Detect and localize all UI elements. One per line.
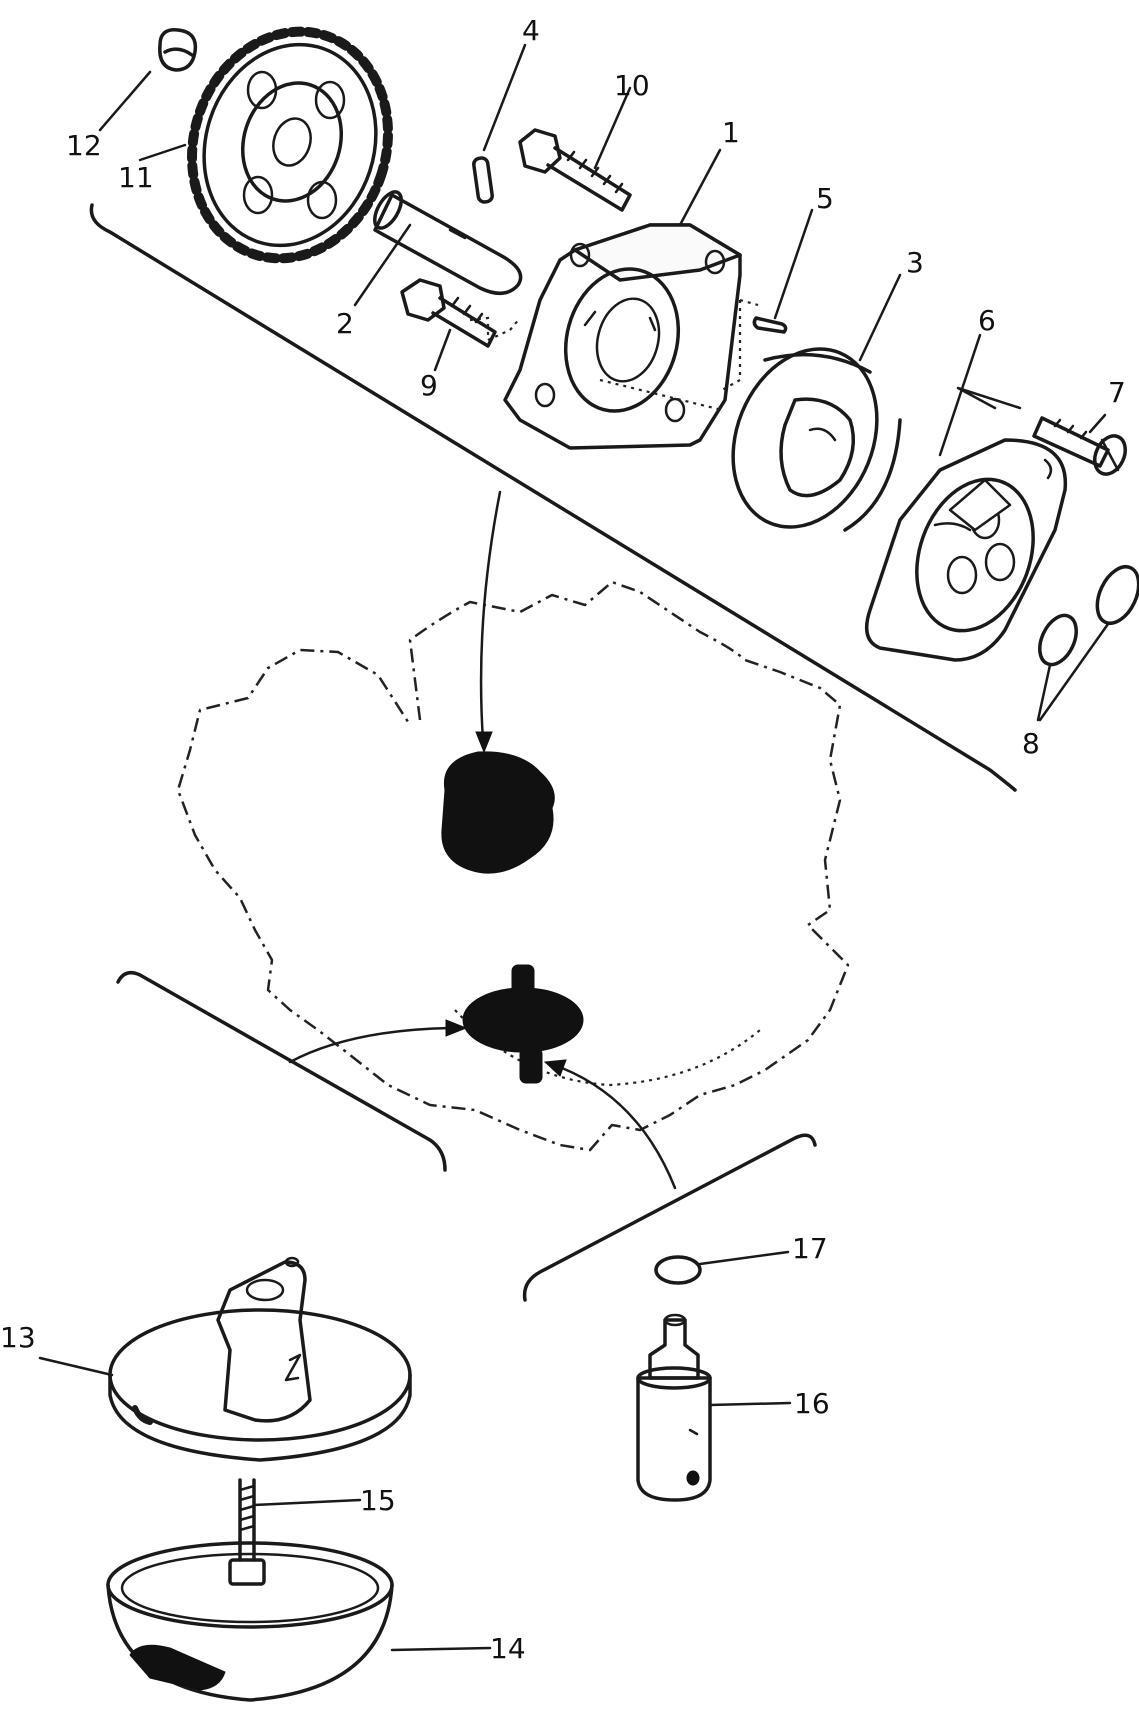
strainer-mount-location [462, 964, 584, 1084]
part-1-pump-housing [503, 148, 742, 450]
part-13-strainer-housing [38, 1256, 412, 1462]
engine-inner-line [454, 1009, 761, 1087]
label-part-1: 1 [722, 116, 740, 149]
part-4-pin [472, 43, 527, 204]
upper-group-bracket [89, 203, 1017, 792]
pump-leader-arrow [479, 490, 502, 742]
label-part-5: 5 [816, 182, 834, 215]
part-7-leaders [956, 386, 1022, 410]
part-17-washer [654, 1250, 790, 1285]
part-8-o-rings [1036, 565, 1139, 722]
strainer-leader-arrow [288, 1026, 452, 1064]
alignment-lines-left [469, 316, 521, 342]
label-part-9: 9 [420, 369, 438, 402]
label-part-7: 7 [1108, 376, 1126, 409]
label-part-12: 12 [66, 129, 102, 162]
label-part-6: 6 [978, 304, 996, 337]
part-6-pump-cover [864, 333, 1068, 662]
relief-valve-leader-arrow [560, 1066, 677, 1190]
part-10-bolt [518, 86, 632, 212]
part-2-shaft [353, 190, 523, 307]
part-11-driven-gear [138, 26, 393, 264]
lower-left-bracket [116, 970, 447, 1172]
part-15-stud [228, 1478, 362, 1586]
part-9-bolt [400, 278, 497, 372]
label-part-2: 2 [336, 307, 354, 340]
label-part-15: 15 [360, 1484, 396, 1517]
engine-outline [176, 580, 850, 1152]
lower-right-bracket [522, 1133, 817, 1302]
part-16-relief-valve [636, 1313, 792, 1502]
part-14-strainer-cap [106, 1541, 492, 1702]
label-part-11: 11 [118, 161, 154, 194]
label-part-8: 8 [1022, 727, 1040, 760]
part-12-clip [98, 28, 198, 132]
pump-mount-location [441, 751, 555, 874]
label-part-14: 14 [490, 1632, 526, 1665]
part-5-pin [752, 208, 814, 334]
label-part-4: 4 [522, 14, 540, 47]
label-part-3: 3 [906, 246, 924, 279]
part-3-rotor [731, 273, 902, 532]
label-part-16: 16 [794, 1387, 830, 1420]
label-part-10: 10 [614, 69, 650, 102]
label-part-13: 13 [0, 1321, 36, 1354]
part-7-screw [1032, 413, 1127, 476]
alignment-lines-right [599, 298, 759, 412]
label-part-17: 17 [792, 1232, 828, 1265]
